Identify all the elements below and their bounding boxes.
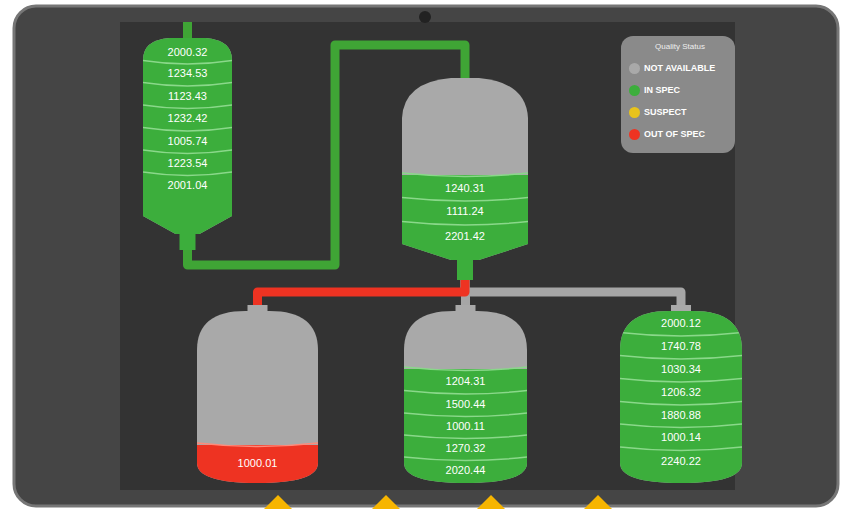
quality-value: 2240.22	[620, 454, 742, 468]
tank-outline	[402, 78, 528, 280]
band-divider	[404, 457, 527, 461]
quality-value: 1740.78	[620, 339, 742, 353]
band-divider	[404, 435, 527, 439]
quality-value: 1270.32	[404, 441, 527, 455]
band-divider	[402, 222, 528, 226]
quality-value: 1880.88	[620, 408, 742, 422]
band-divider	[197, 443, 318, 447]
legend-title: Quality Status	[629, 42, 731, 51]
storage-tank: 2000.12 1740.78 1030.34 1206.32 1880.88 1000.…	[620, 305, 742, 483]
quality-value: 1240.31	[402, 181, 528, 195]
tank-nozzle	[180, 233, 196, 250]
storage-tank: 2000.32 1234.53 1123.43 1232.42 1005.74 1223.…	[143, 38, 232, 250]
band-divider	[143, 61, 232, 65]
quality-value: 1030.34	[620, 362, 742, 376]
quality-value: 2020.44	[404, 463, 527, 477]
quality-value: 1206.32	[620, 385, 742, 399]
band-divider	[620, 447, 742, 451]
band-divider	[404, 413, 527, 417]
liquid-level	[402, 175, 528, 280]
tank-fill	[404, 367, 527, 483]
tablet-bezel	[14, 6, 838, 506]
band-divider	[620, 333, 742, 337]
quality-value: 2000.12	[620, 316, 742, 330]
legend-row: IN SPEC	[629, 79, 731, 101]
liquid-level	[620, 305, 742, 483]
legend-row: SUSPECT	[629, 101, 731, 123]
band-divider	[402, 173, 528, 177]
band-divider	[404, 367, 527, 371]
quality-value: 1204.31	[404, 374, 527, 388]
storage-tank: 1204.31 1500.44 1000.11 1270.32 2020.44	[404, 305, 527, 483]
quality-value: 2001.04	[143, 178, 232, 192]
legend-row: NOT AVAILABLE	[629, 57, 731, 79]
marker-triangle	[264, 495, 292, 509]
tank-fill	[143, 38, 232, 250]
camera-dot	[419, 11, 431, 23]
marker-triangle	[584, 495, 612, 509]
legend-label: SUSPECT	[644, 107, 687, 117]
band-divider	[143, 83, 232, 87]
quality-value: 1111.24	[402, 204, 528, 218]
marker-triangle	[477, 495, 505, 509]
quality-value: 1123.43	[143, 89, 232, 103]
tank-outline	[404, 305, 527, 483]
legend-swatch	[629, 129, 640, 140]
marker-triangle	[372, 495, 400, 509]
tank-outline	[197, 305, 318, 483]
legend-swatch	[629, 85, 640, 96]
band-divider	[620, 424, 742, 428]
band-divider	[143, 150, 232, 154]
storage-tank: 1240.31 1111.24 2201.42	[402, 78, 528, 280]
band-divider	[620, 379, 742, 383]
tank-fill	[620, 305, 742, 483]
quality-value: 1223.54	[143, 156, 232, 170]
band-divider	[143, 172, 232, 176]
process-pipe	[465, 280, 681, 305]
band-divider	[143, 128, 232, 132]
process-pipe	[258, 280, 466, 305]
quality-value: 1000.11	[404, 419, 527, 433]
quality-value: 1000.14	[620, 430, 742, 444]
tank-fill	[402, 173, 528, 280]
tank-nozzle	[457, 259, 473, 280]
quality-value: 2201.42	[402, 229, 528, 243]
quality-value: 1000.01	[197, 456, 318, 470]
storage-tank: 1000.01	[197, 305, 318, 483]
legend-swatch	[629, 63, 640, 74]
legend-label: IN SPEC	[644, 85, 680, 95]
liquid-level	[143, 38, 232, 250]
quality-value: 1005.74	[143, 134, 232, 148]
band-divider	[143, 105, 232, 109]
legend-box: Quality StatusNOT AVAILABLE IN SPEC SUSPEC…	[621, 36, 735, 153]
liquid-level	[404, 369, 527, 483]
legend-row: OUT OF SPEC	[629, 123, 731, 145]
legend-swatch	[629, 107, 640, 118]
quality-value: 2000.32	[143, 45, 232, 59]
band-divider	[620, 356, 742, 360]
band-divider	[620, 402, 742, 406]
tank-fill	[197, 443, 318, 483]
legend-label: NOT AVAILABLE	[644, 63, 715, 73]
quality-value: 1500.44	[404, 397, 527, 411]
quality-value: 1234.53	[143, 66, 232, 80]
band-divider	[404, 391, 527, 395]
band-divider	[402, 198, 528, 202]
tank-body	[404, 311, 527, 483]
quality-value: 1232.42	[143, 111, 232, 125]
legend-label: OUT OF SPEC	[644, 129, 705, 139]
tank-body	[197, 311, 318, 483]
liquid-level	[197, 445, 318, 483]
